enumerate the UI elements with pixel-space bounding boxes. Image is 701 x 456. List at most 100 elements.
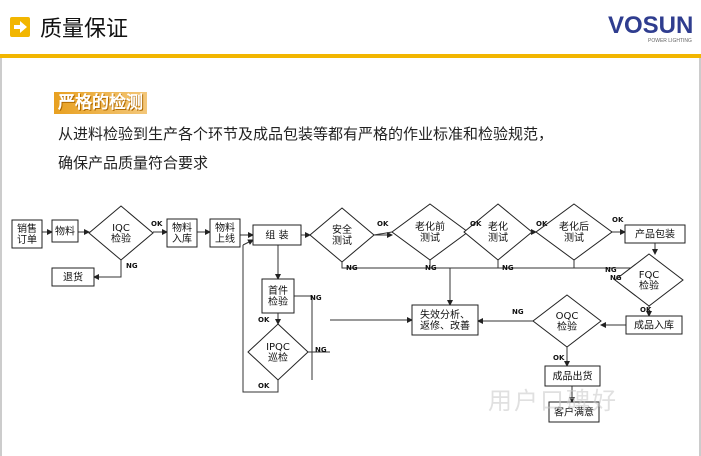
flow-label-ng: NG <box>502 264 514 272</box>
node-shipping: 成品出货 <box>544 365 601 387</box>
node-iqc-diamond <box>88 205 154 261</box>
node-oqc-text: 检验 <box>557 320 577 333</box>
node-iqc-text: IQC <box>112 223 130 234</box>
node-pre_aging-diamond <box>391 203 469 261</box>
node-pre_aging-text: 测试 <box>420 231 440 244</box>
flow-label-ng: NG <box>126 262 138 270</box>
node-material-box <box>51 219 79 243</box>
node-satisfaction: 客户满意 <box>548 401 600 423</box>
flow-label-ok: OK <box>640 306 652 314</box>
node-failure-text: 失效分析、 <box>420 308 470 321</box>
node-finished_in-box <box>625 315 683 335</box>
logo-text: VOSUN <box>608 12 694 39</box>
node-assembly-text: 组 装 <box>265 229 288 242</box>
node-first_article-text: 首件 <box>268 284 288 297</box>
flow-line <box>242 245 279 393</box>
flow-label-ng: NG <box>605 266 617 274</box>
flow-label-ok: OK <box>258 382 270 390</box>
node-material-text: 物料 <box>55 225 75 238</box>
flow-line <box>341 262 590 269</box>
node-failure-box <box>411 304 479 336</box>
flow-label-ok: OK <box>536 220 548 228</box>
node-assembly: 组 装 <box>252 224 302 246</box>
flow-edges <box>42 229 658 403</box>
node-mat_online-text: 物料 <box>215 221 235 234</box>
flow-line <box>294 295 313 380</box>
node-iqc-text: 检验 <box>111 232 131 245</box>
node-aging-text: 测试 <box>488 231 508 244</box>
flow-label-ok: OK <box>377 220 389 228</box>
node-shipping-text: 成品出货 <box>553 370 593 383</box>
node-satisfaction-text: 客户满意 <box>554 406 594 419</box>
node-sales_order-text: 订单 <box>17 234 37 246</box>
header: 质量保证 VOSUN POWER LIGHTING <box>0 0 701 54</box>
node-ipqc-text: IPQC <box>266 342 290 353</box>
node-post_aging-diamond <box>535 203 613 261</box>
node-pre_aging-text: 老化前 <box>415 220 445 233</box>
node-mat_in-text: 物料 <box>172 221 192 234</box>
node-satisfaction-box <box>548 401 600 423</box>
node-finished_in: 成品入库 <box>625 315 683 335</box>
flow-label-ng: NG <box>346 264 358 272</box>
node-oqc-diamond <box>532 294 602 348</box>
flow-label-ok: OK <box>151 220 163 228</box>
node-packing-text: 产品包装 <box>635 228 675 241</box>
node-ipqc-text: 巡检 <box>268 351 288 364</box>
node-return-text: 退货 <box>63 271 83 284</box>
node-mat_in-text: 入库 <box>172 232 192 245</box>
flow-label-ng: NG <box>425 264 437 272</box>
node-post_aging-text: 老化后 <box>559 220 589 233</box>
flow-label-ok: OK <box>612 216 624 224</box>
arrow-right-icon <box>10 17 30 37</box>
flow-arrow <box>93 260 122 280</box>
description-line-1: 从进料检验到生产各个环节及成品包装等都有严格的作业标准和检验规范， <box>58 125 554 143</box>
section-title: 严格的检测 <box>54 92 147 114</box>
node-packing: 产品包装 <box>624 224 686 244</box>
node-ipqc-diamond <box>247 323 309 381</box>
node-return: 退货 <box>51 267 95 287</box>
node-assembly-box <box>252 224 302 246</box>
right-border <box>699 58 701 456</box>
brand-logo: VOSUN POWER LIGHTING <box>608 12 694 46</box>
node-oqc-text: OQC <box>556 311 579 322</box>
flow-label-ng: NG <box>310 294 322 302</box>
node-safety-diamond <box>309 207 375 263</box>
node-sales_order-box <box>11 219 43 249</box>
node-finished_in-text: 成品入库 <box>634 319 674 332</box>
node-safety-text: 测试 <box>332 234 352 247</box>
watermark: 用户口碑好 <box>488 387 618 415</box>
node-failure-text: 返修、改善 <box>420 319 470 332</box>
left-border <box>0 58 2 456</box>
header-divider <box>0 54 701 58</box>
node-mat_in-box <box>166 218 198 248</box>
node-failure: 失效分析、返修、改善 <box>411 304 479 336</box>
flow-label-ng: NG <box>315 346 327 354</box>
flow-label-ng: NG <box>610 274 622 282</box>
node-safety-text: 安全 <box>332 223 352 236</box>
flow-label-ok: OK <box>470 220 482 228</box>
node-first_article-text: 检验 <box>268 295 288 308</box>
node-first_article-box <box>261 278 295 314</box>
flow-label-ng: NG <box>512 308 524 316</box>
node-mat_online-box <box>209 218 241 248</box>
node-aging-diamond <box>463 203 533 261</box>
logo-subtext: POWER LIGHTING <box>648 38 692 44</box>
node-return-box <box>51 267 95 287</box>
node-aging-text: 老化 <box>488 220 508 233</box>
node-fqc-text: FQC <box>639 270 660 281</box>
